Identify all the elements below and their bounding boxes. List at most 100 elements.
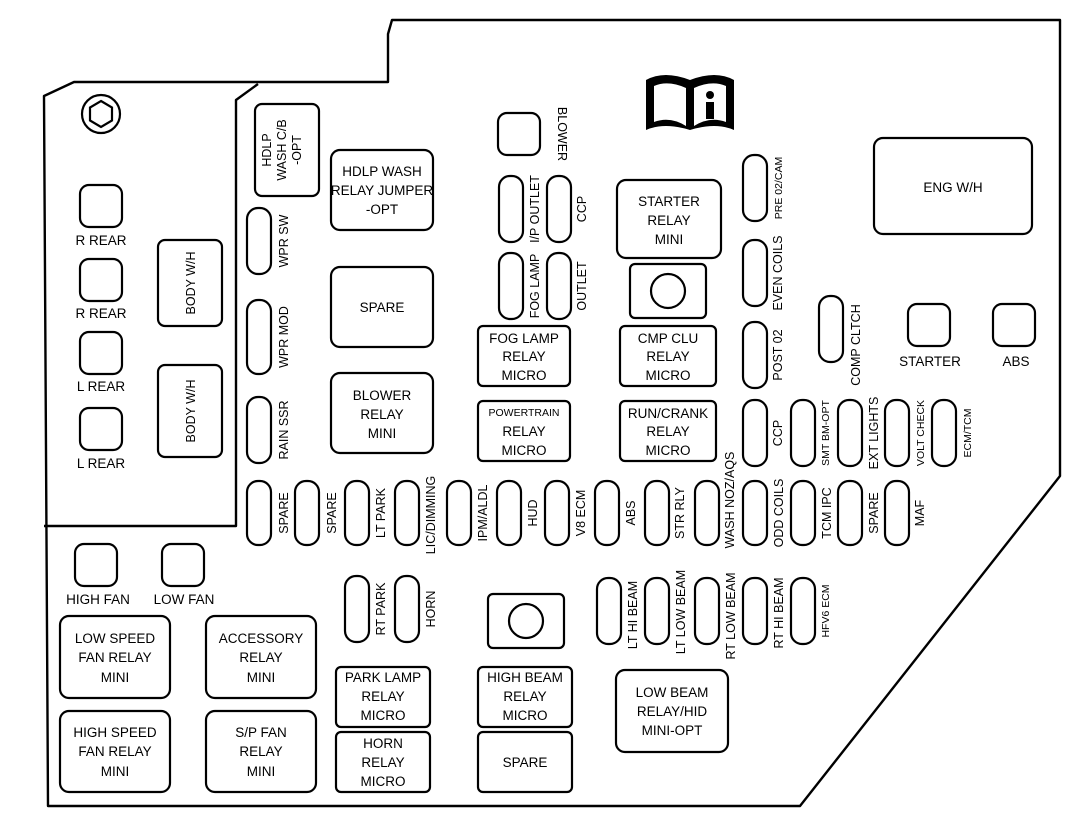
fuse-label: HUD	[526, 499, 540, 526]
connector-label: ENG W/H	[923, 180, 982, 195]
diode-socket-top	[628, 262, 708, 320]
fuse-blower: BLOWER	[496, 107, 569, 161]
relay-label: LOW BEAM	[636, 685, 709, 700]
fuse-label: IPM/ALDL	[476, 484, 490, 541]
relay-label: MICRO	[646, 368, 691, 383]
relay-label: MICRO	[361, 708, 406, 723]
relay-label: RELAY/HID	[637, 704, 708, 719]
fuse-abs-right: ABS	[991, 302, 1037, 369]
fuse-label: RT PARK	[374, 582, 388, 635]
fuse-ecm-tcm: ECM/TCM	[930, 398, 974, 468]
fuse-pre02-cam: PRE 02/CAM	[741, 153, 785, 223]
relay-spare-bottom: SPARE	[476, 730, 574, 794]
relay-label: HIGH SPEED	[73, 725, 157, 740]
fuse-tcm-ipc: TCM IPC	[789, 479, 834, 547]
relay-label: FAN RELAY	[78, 650, 151, 665]
fuse-str-rly: STR RLY	[643, 479, 687, 547]
fuse-label: HIGH FAN	[66, 592, 130, 607]
fuse-label: LT HI BEAM	[626, 581, 640, 649]
fuse-label: STARTER	[899, 354, 961, 369]
relay-label: MICRO	[503, 708, 548, 723]
relay-label: MINI	[655, 232, 684, 247]
fuse-volt-check: VOLT CHECK	[883, 398, 927, 468]
relay-label: LOW SPEED	[75, 631, 156, 646]
relay-label: MICRO	[502, 443, 547, 458]
connector-body-wh-2: BODY W/H	[156, 363, 224, 459]
fuse-label: LT PARK	[374, 487, 388, 538]
fuse-ipm-aldl: IPM/ALDL	[445, 479, 490, 547]
fuse-label: ABS	[624, 500, 638, 525]
fuse-label: ODD COILS	[772, 479, 786, 548]
fuse-rt-hi-beam: RT HI BEAM	[741, 576, 786, 649]
relay-run-crank: RUN/CRANK RELAY MICRO	[618, 399, 718, 463]
relay-label: S/P FAN	[235, 725, 287, 740]
fuse-v8-ecm: V8 ECM	[543, 479, 588, 547]
left-panel-divider	[44, 83, 259, 528]
relay-label: MINI-OPT	[642, 723, 703, 738]
fuse-label: L REAR	[77, 456, 126, 471]
fuse-label: OUTLET	[575, 261, 589, 311]
fuse-label: BLOWER	[555, 107, 569, 161]
fuse-odd-coils: ODD COILS	[741, 479, 786, 548]
fuse-label: CCP	[771, 420, 785, 446]
relay-label: POWERTRAIN	[489, 407, 560, 419]
relay-label: MINI	[247, 670, 276, 685]
diode-socket-bottom	[486, 592, 566, 650]
fuse-label: RT HI BEAM	[772, 577, 786, 648]
fuse-label: WASH NOZ/AQS	[723, 452, 737, 549]
fuse-rain-ssr: RAIN SSR	[245, 395, 291, 465]
fuse-r-rear-1: R REAR	[75, 183, 127, 248]
fuse-label: STR RLY	[673, 486, 687, 539]
relay-label: RELAY	[361, 689, 404, 704]
relay-label: BLOWER	[353, 388, 412, 403]
connector-label: BODY W/H	[184, 252, 198, 315]
relay-low-speed-fan: LOW SPEED FAN RELAY MINI	[58, 614, 172, 700]
relay-label: HORN	[363, 736, 403, 751]
relay-label: MICRO	[361, 774, 406, 789]
connector-eng-wh: ENG W/H	[872, 136, 1034, 236]
fuse-hud: HUD	[495, 479, 540, 547]
fuse-starter: STARTER	[899, 302, 961, 369]
relay-label: RELAY	[361, 755, 404, 770]
relay-high-beam: HIGH BEAM RELAY MICRO	[476, 665, 574, 729]
fuse-label: I/P OUTLET	[528, 175, 542, 243]
fuse-lt-park: LT PARK	[343, 479, 388, 547]
fuse-post02: POST 02	[741, 320, 785, 390]
fuse-label: CCP	[575, 196, 589, 222]
relay-high-speed-fan: HIGH SPEED FAN RELAY MINI	[58, 709, 172, 794]
relay-label: RELAY	[502, 424, 545, 439]
fuse-rt-low-beam: RT LOW BEAM	[693, 572, 738, 660]
relay-label: RELAY	[647, 213, 690, 228]
fuse-wpr-mod: WPR MOD	[245, 298, 291, 376]
fuse-label: HDLP	[260, 133, 274, 166]
fuse-spare-1: SPARE	[245, 479, 291, 547]
relay-label: RELAY JUMPER	[331, 183, 434, 198]
fuse-label: R REAR	[75, 306, 126, 321]
mounting-bolt-icon	[80, 93, 122, 135]
fuse-label: FOG LAMP	[528, 254, 542, 319]
fuse-label: WPR MOD	[277, 306, 291, 368]
relay-powertrain: POWERTRAIN RELAY MICRO	[476, 399, 572, 463]
fuse-label: VOLT CHECK	[915, 400, 927, 466]
fuse-even-coils: EVEN COILS	[741, 235, 785, 311]
fuse-label: ECM/TCM	[962, 409, 974, 458]
relay-label: MICRO	[646, 443, 691, 458]
fuse-label: WPR SW	[277, 214, 291, 267]
relay-label: SPARE	[503, 755, 548, 770]
relay-accessory: ACCESSORY RELAY MINI	[204, 614, 318, 700]
fuse-label: TCM IPC	[820, 487, 834, 538]
fuse-r-rear-2: R REAR	[75, 257, 127, 321]
relay-park-lamp: PARK LAMP RELAY MICRO	[334, 665, 432, 729]
fuse-l-rear-1: L REAR	[77, 330, 125, 394]
fuse-horn: HORN	[393, 574, 438, 644]
relay-label: RELAY	[239, 744, 282, 759]
fuse-ccp-top: CCP	[545, 174, 589, 244]
relay-label: MINI	[368, 426, 397, 441]
fuse-label: LIC/DIMMING	[424, 476, 438, 554]
relay-label: MICRO	[502, 368, 547, 383]
relay-label: HDLP WASH	[342, 164, 422, 179]
fuse-box-outline	[42, 18, 1062, 808]
relay-label: RELAY	[239, 650, 282, 665]
relay-label: FOG LAMP	[489, 331, 559, 346]
